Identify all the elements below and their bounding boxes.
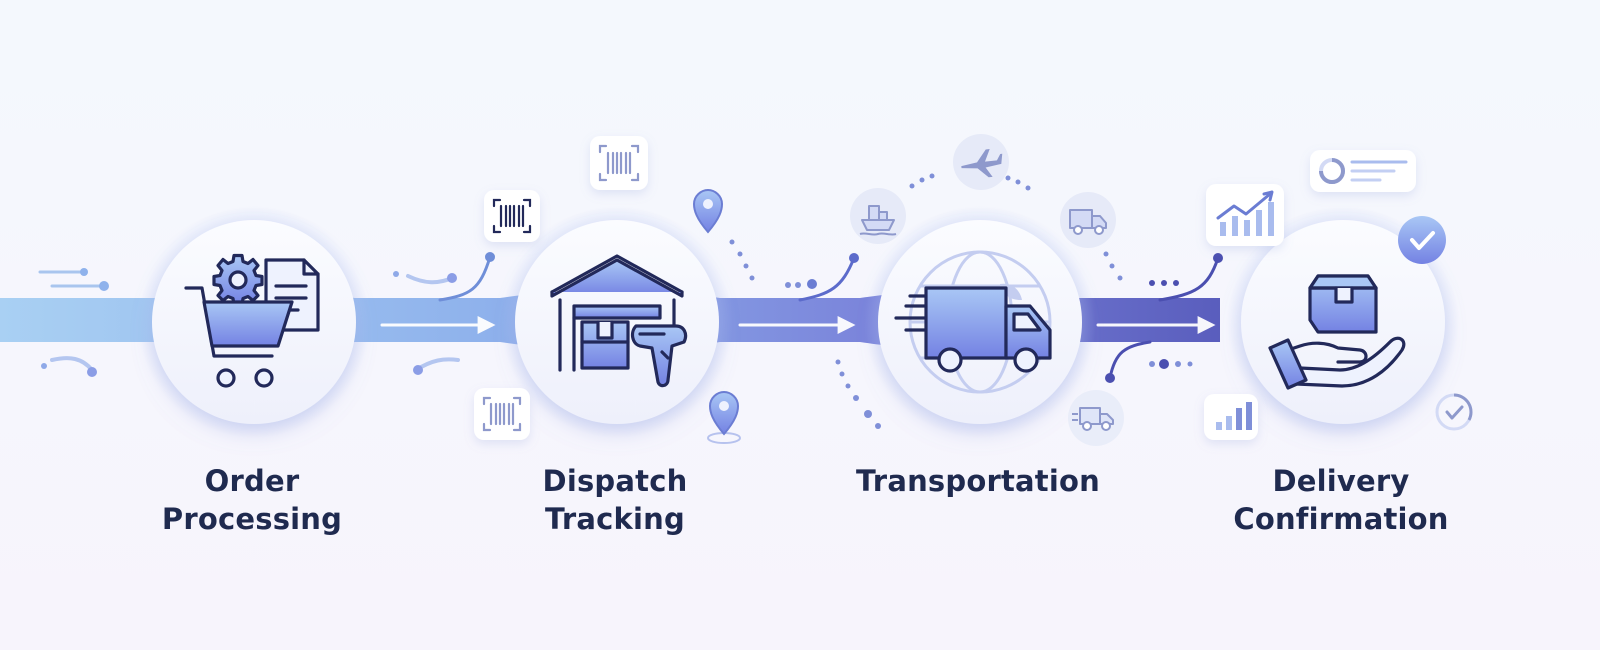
truck-icon	[1060, 192, 1116, 248]
dotted-routes	[729, 173, 1193, 429]
location-pin-icon	[692, 188, 724, 234]
branch-line	[438, 255, 492, 302]
branch-line	[1108, 340, 1152, 380]
branch-node	[1213, 253, 1223, 263]
delivery-truck-with-globe-icon	[894, 250, 1052, 394]
motion-streaks	[38, 268, 460, 377]
branch-line	[798, 256, 856, 302]
order-processing-label-line-1: Order	[204, 464, 300, 498]
delivery-confirmation-label-line-1: Delivery	[1272, 464, 1410, 498]
warehouse-with-box-and-barcode-scanner-icon	[550, 254, 688, 388]
branch-node	[849, 253, 859, 263]
shopping-cart-with-gear-and-document-icon	[184, 253, 320, 388]
checkmark-badge-icon	[1398, 216, 1446, 264]
branch-line	[1158, 256, 1220, 302]
hand-holding-package-icon	[1268, 274, 1406, 390]
delivery-confirmation-label-line-2: Confirmation	[1233, 502, 1449, 536]
check-circle-icon	[1435, 393, 1473, 431]
barcode-icon	[474, 388, 530, 440]
dispatch-tracking-label-line-2: Tracking	[545, 502, 685, 536]
branch-connectors	[438, 252, 1223, 383]
order-processing-label-line-2: Processing	[161, 502, 343, 536]
airplane-icon	[953, 134, 1009, 190]
bar-chart-icon	[1204, 394, 1258, 440]
truck-icon	[1068, 390, 1124, 446]
transportation-label-line-1: Transportation	[856, 464, 1100, 498]
cargo-ship-icon	[850, 188, 906, 244]
order-processing-label: Order Processing	[102, 462, 402, 538]
dispatch-tracking-label: Dispatch Tracking	[465, 462, 765, 538]
growth-chart-icon	[1206, 184, 1284, 246]
barcode-icon	[590, 136, 648, 190]
progress-list-icon	[1310, 150, 1416, 192]
transportation-label: Transportation	[828, 462, 1128, 500]
location-pin-icon	[707, 390, 741, 444]
branch-node	[485, 252, 495, 262]
dispatch-tracking-label-line-1: Dispatch	[542, 464, 688, 498]
barcode-icon	[484, 190, 540, 242]
branch-node	[1105, 373, 1115, 383]
delivery-confirmation-label: Delivery Confirmation	[1191, 462, 1491, 538]
